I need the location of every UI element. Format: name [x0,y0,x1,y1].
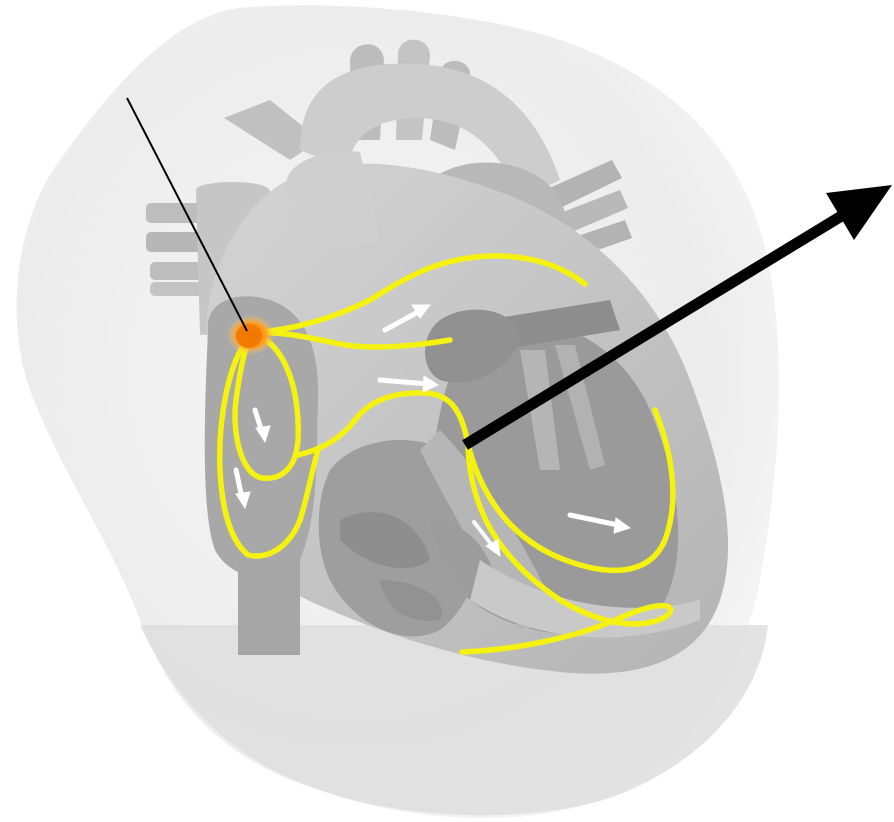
sinoatrial-node-marker [227,315,275,355]
